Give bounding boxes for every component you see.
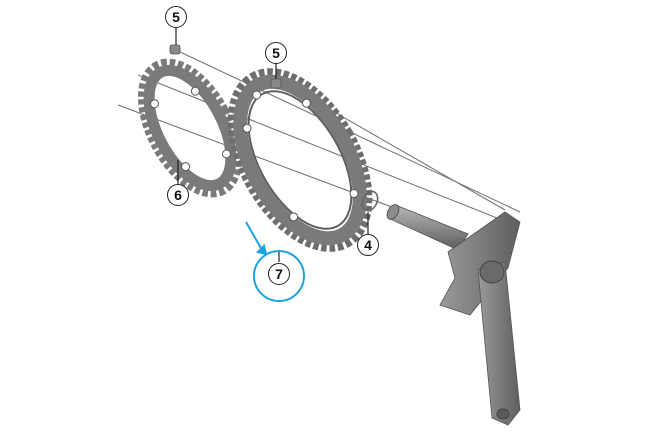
highlight-arrow xyxy=(245,221,268,256)
crank-arm-with-spider xyxy=(439,211,521,426)
chainring-bolt-left xyxy=(169,44,181,55)
callout-5b[interactable]: 5 xyxy=(265,42,287,64)
crank-spindle xyxy=(386,204,469,251)
callout-6[interactable]: 6 xyxy=(167,184,189,206)
chainring-bolt-right xyxy=(270,78,282,89)
callout-5a[interactable]: 5 xyxy=(165,6,187,28)
callout-4[interactable]: 4 xyxy=(357,234,379,256)
o-ring xyxy=(361,190,379,212)
callout-7-highlight-ring xyxy=(253,250,305,302)
small-chainring xyxy=(137,58,243,198)
callout-7[interactable]: 7 xyxy=(268,263,290,285)
large-chainring xyxy=(227,68,373,252)
